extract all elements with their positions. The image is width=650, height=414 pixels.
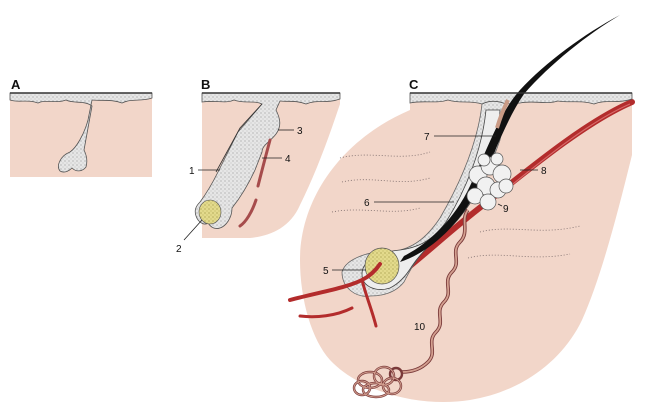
- label-8: 8: [541, 166, 547, 177]
- label-3: 3: [297, 126, 303, 137]
- label-1: 1: [189, 166, 195, 177]
- panel-a: A: [9, 77, 153, 177]
- panel-b-label: B: [201, 77, 210, 92]
- panel-c-texture: [331, 151, 581, 259]
- leader-2: [183, 219, 203, 241]
- panel-b-vessel-upper: [256, 138, 272, 188]
- panel-c-sweat-gland-coil-fill: [353, 366, 402, 398]
- label-5: 5: [323, 266, 329, 277]
- panel-c-papilla: [364, 247, 400, 285]
- panel-c-dermis: [300, 96, 632, 403]
- label-2: 2: [176, 244, 182, 255]
- panel-c-arrector-pili: [495, 99, 510, 129]
- panel-b-vessel-lower: [238, 198, 258, 228]
- panel-c-papilla-vessel-branch: [298, 278, 378, 328]
- panel-b-papilla: [198, 199, 222, 225]
- label-7: 7: [424, 132, 430, 143]
- leader-9: [497, 203, 503, 207]
- label-6: 6: [364, 198, 370, 209]
- panel-a-label: A: [11, 77, 21, 92]
- panel-a-epidermis: [9, 92, 153, 173]
- panel-b: B: [194, 77, 341, 238]
- label-4: 4: [285, 154, 291, 165]
- callouts: 1 2 3 4 5 6 7 8 9 10: [176, 126, 547, 333]
- label-9: 9: [503, 204, 509, 215]
- label-10: 10: [414, 322, 426, 333]
- panel-c-label: C: [409, 77, 419, 92]
- panel-c: C: [288, 15, 635, 403]
- panel-c-sweat-duct-inner: [401, 209, 469, 373]
- panel-b-inner-line: [215, 103, 263, 173]
- panel-c-sebaceous-gland: [466, 152, 514, 211]
